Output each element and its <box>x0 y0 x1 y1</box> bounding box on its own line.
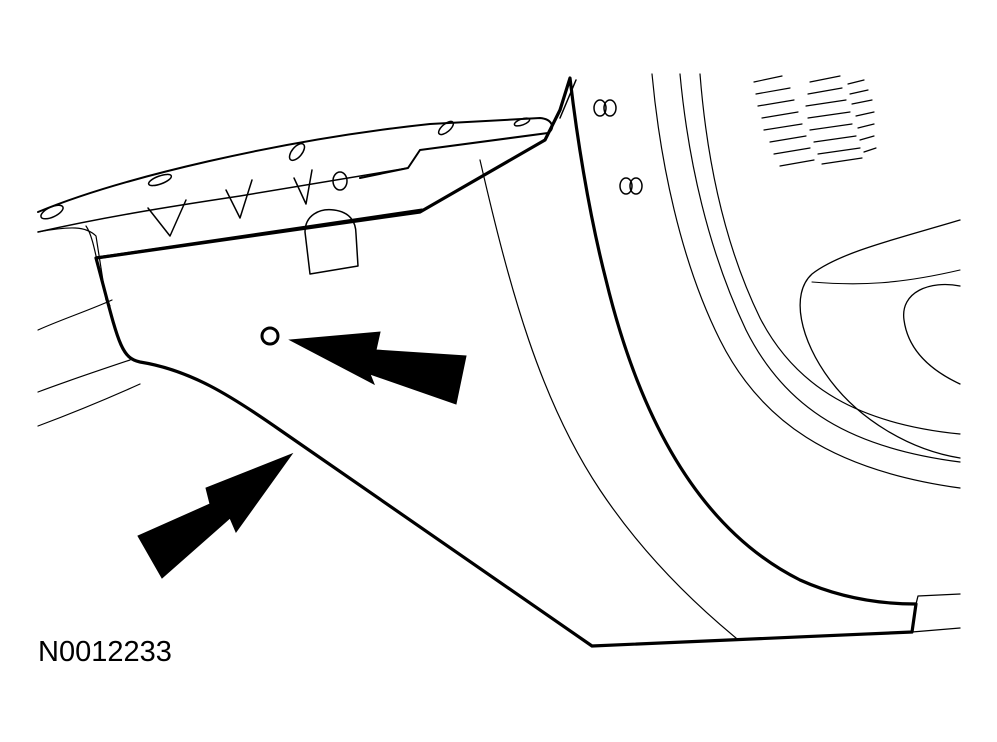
arrow-up-right-icon <box>137 452 294 579</box>
arrow-left-icon <box>288 331 467 405</box>
fastener-lower <box>619 177 643 195</box>
access-opening <box>304 208 359 275</box>
retainer-hole <box>260 326 280 346</box>
panel-top-edge <box>94 208 424 260</box>
figure-id-label: N0012233 <box>38 636 172 668</box>
sill-end <box>911 593 961 633</box>
vent-grille <box>753 75 877 167</box>
door-opening <box>799 219 961 459</box>
fastener-upper <box>593 99 617 117</box>
left-body-lines <box>37 225 141 427</box>
trim-panel-outline <box>94 76 918 648</box>
panel-inner-contour <box>479 159 737 639</box>
upper-flange <box>37 117 554 237</box>
pillar-lines <box>559 73 961 489</box>
